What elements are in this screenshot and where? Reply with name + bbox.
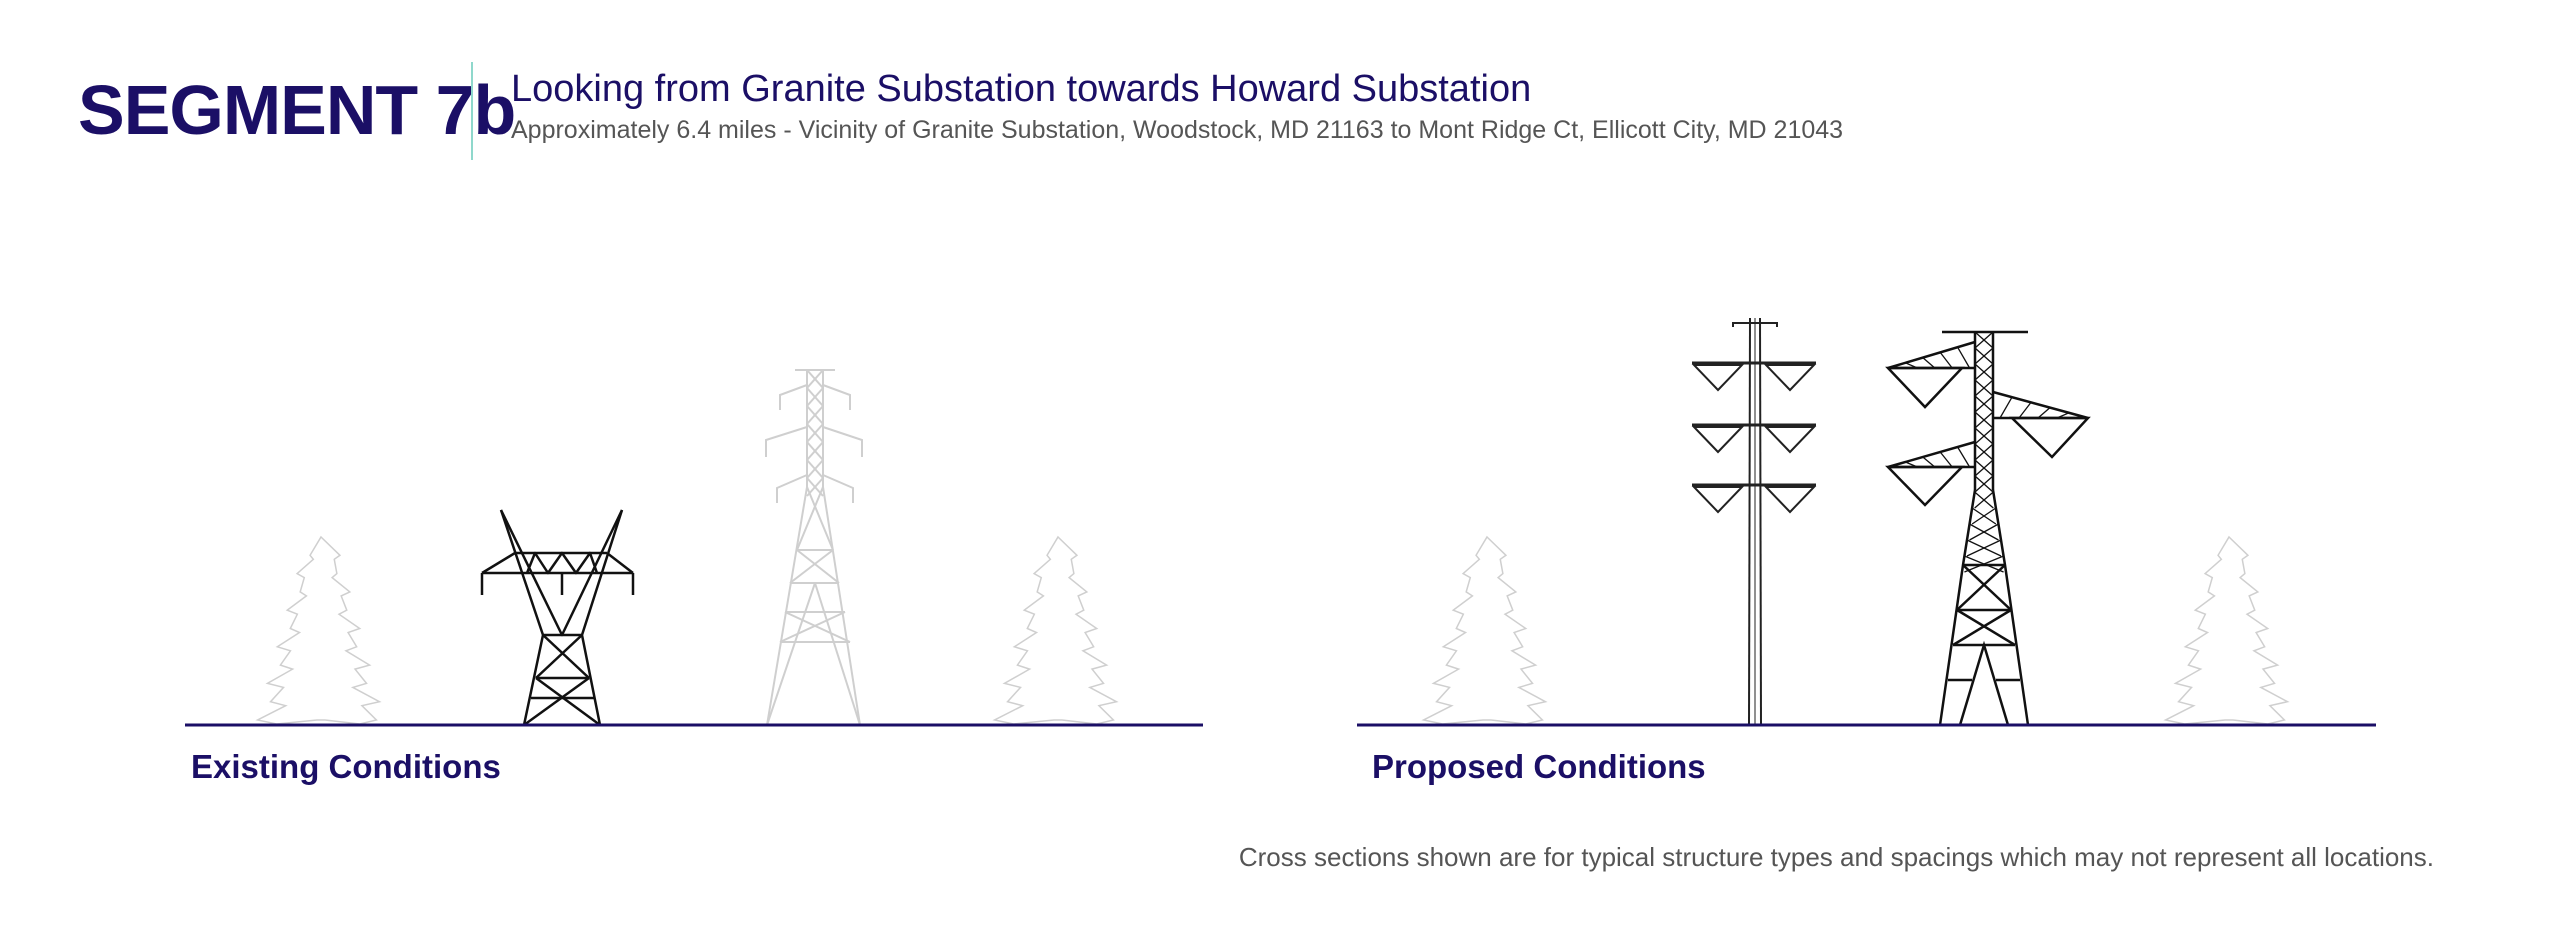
view-subtitle: Approximately 6.4 miles - Vicinity of Gr…: [511, 116, 1844, 144]
insulator: [1691, 486, 1745, 514]
footnote: Cross sections shown are for typical str…: [1238, 842, 2434, 872]
segment-title: SEGMENT 7b: [78, 71, 516, 149]
tree-icon: [2163, 535, 2290, 725]
insulator: [1763, 364, 1817, 392]
header-divider: [471, 62, 473, 160]
proposed-monopole: [1691, 317, 1817, 726]
insulator: [1763, 426, 1817, 454]
existing-lattice-tower: [480, 509, 635, 727]
view-title: Looking from Granite Substation towards …: [511, 68, 1532, 110]
tree-icon: [1421, 535, 1548, 725]
proposed-conditions-label: Proposed Conditions: [1372, 748, 1706, 785]
tree-icon: [255, 535, 382, 725]
trees: [255, 535, 2290, 725]
existing-conditions-label: Existing Conditions: [191, 748, 501, 785]
insulator: [1763, 486, 1817, 514]
proposed-lattice-tower: [1885, 330, 2091, 726]
insulator: [1691, 364, 1745, 392]
existing-faded-lattice-tower: [765, 369, 863, 726]
insulator: [1691, 426, 1745, 454]
tree-icon: [992, 535, 1119, 725]
